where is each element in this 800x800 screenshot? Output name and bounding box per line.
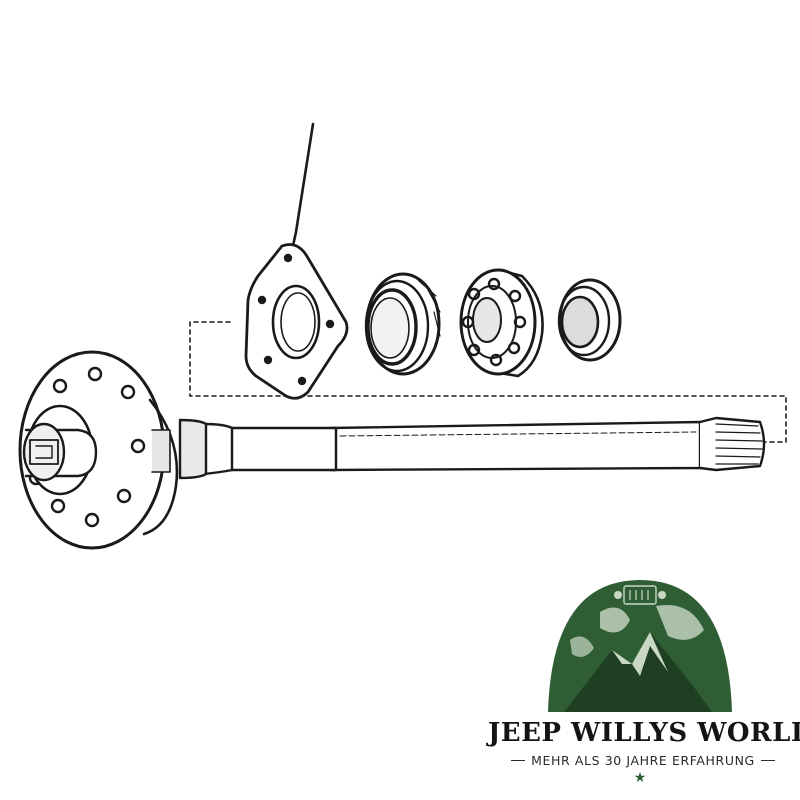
bearing xyxy=(459,268,544,378)
axle-shaft xyxy=(178,416,766,480)
oil-seal xyxy=(557,278,622,362)
brand-tagline: MEHR ALS 30 JAHRE ERFAHRUNG xyxy=(531,753,755,768)
grease-seal xyxy=(364,272,441,376)
brand-tagline-row: MEHR ALS 30 JAHRE ERFAHRUNG xyxy=(490,753,796,768)
star-icon: ★ xyxy=(633,770,647,786)
brand-name: JEEP WILLYS WORLD xyxy=(488,718,800,748)
tagline-rule-left xyxy=(511,760,526,761)
hub-flange xyxy=(18,350,179,550)
leader-line xyxy=(289,122,315,257)
tagline-rule-right xyxy=(760,760,775,761)
retainer-plate xyxy=(244,243,349,400)
brand-logo-emblem xyxy=(548,580,732,712)
assembly-guide-dashed xyxy=(189,321,787,443)
